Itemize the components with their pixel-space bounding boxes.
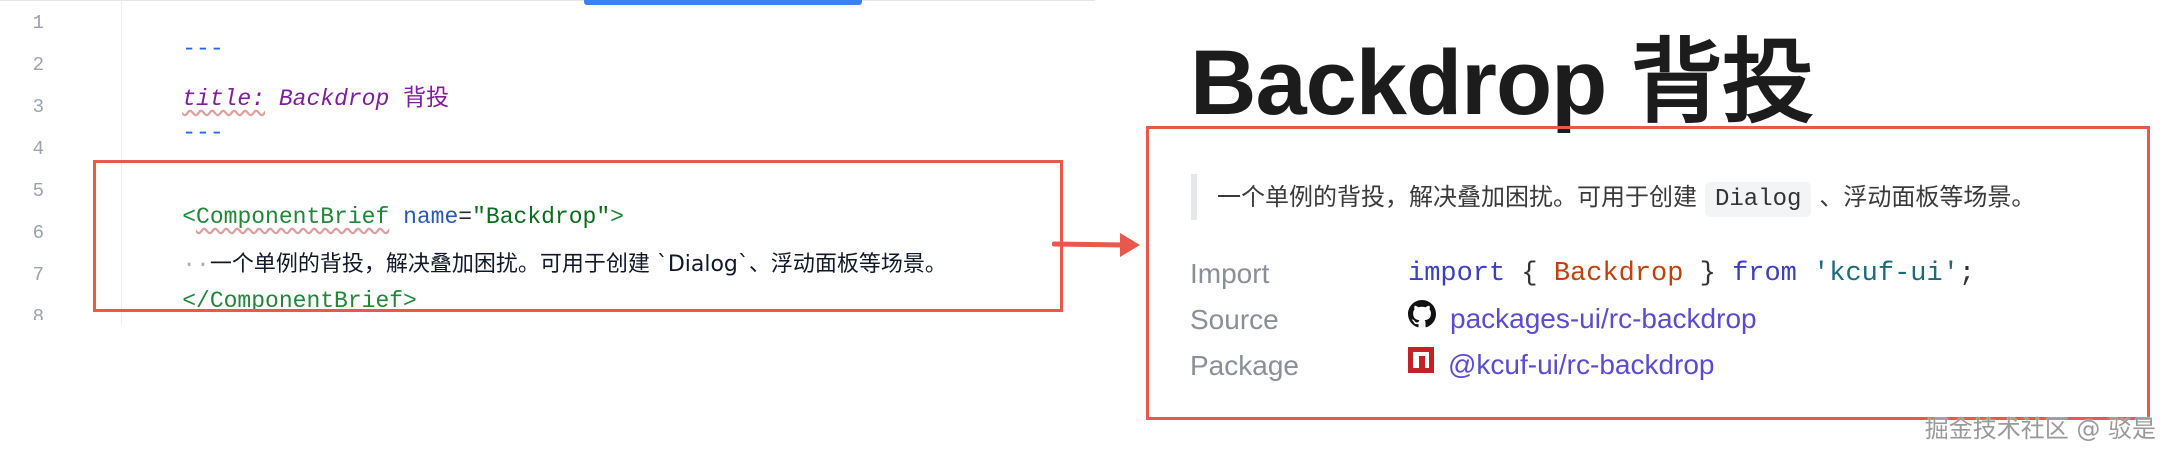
import-keyword: import bbox=[1408, 259, 1506, 289]
horizontal-scrollbar[interactable] bbox=[584, 0, 862, 5]
line-number: 4 bbox=[32, 138, 44, 160]
page-title: Backdrop 背投 bbox=[1190, 8, 1814, 141]
component-body-text: 一个单例的背投，解决叠加困扰。可用于创建 `Dialog`、浮动面板等场景。 bbox=[209, 252, 947, 277]
line-number: 2 bbox=[32, 54, 44, 76]
indent-dots: ·· bbox=[182, 252, 210, 278]
import-source: 'kcuf-ui' bbox=[1813, 259, 1959, 289]
line-number: 1 bbox=[32, 12, 44, 34]
frontmatter-delimiter: --- bbox=[182, 36, 224, 62]
attribute-value: "Backdrop" bbox=[472, 204, 611, 230]
line-number: 5 bbox=[32, 180, 44, 202]
npm-icon bbox=[1408, 347, 1434, 380]
code-line-2[interactable]: title: Backdrop 背投 bbox=[127, 52, 449, 138]
import-brace: { bbox=[1521, 259, 1538, 289]
source-label: Source bbox=[1190, 304, 1279, 335]
editor-top-border bbox=[0, 0, 1095, 1]
blockquote-bar bbox=[1191, 174, 1197, 220]
import-brace: } bbox=[1699, 259, 1716, 289]
brief-text-before: 一个单例的背投，解决叠加困扰。可用于创建 bbox=[1217, 183, 1697, 211]
package-row: @kcuf-ui/rc-backdrop bbox=[1408, 347, 1715, 383]
brief-text-after: 、浮动面板等场景。 bbox=[1819, 183, 2036, 211]
code-line-3[interactable]: --- bbox=[127, 94, 224, 172]
frontmatter-value-cjk: 背投 bbox=[403, 85, 450, 111]
frontmatter-key: title: bbox=[182, 86, 266, 112]
from-keyword: from bbox=[1732, 259, 1797, 289]
attribute-name: name bbox=[403, 204, 459, 230]
watermark-text: 掘金技术社区 @ 驳是 bbox=[1924, 415, 2156, 443]
import-statement[interactable]: import { Backdrop } from 'kcuf-ui'; bbox=[1408, 259, 1975, 289]
page-title-cjk: 背投 bbox=[1630, 29, 1814, 136]
editor-highlight-box bbox=[93, 160, 1063, 312]
frontmatter-delimiter: --- bbox=[182, 120, 224, 146]
frontmatter-value: Backdrop bbox=[278, 86, 390, 112]
package-label: Package bbox=[1190, 350, 1299, 381]
attribute-equals: = bbox=[458, 204, 473, 230]
code-line-5[interactable]: <ComponentBrief name="Backdrop"> bbox=[127, 178, 624, 256]
code-editor[interactable]: 1 2 3 4 5 6 7 8 --- title: Backdrop 背投 -… bbox=[0, 0, 1095, 450]
import-semicolon: ; bbox=[1958, 259, 1976, 289]
arrow-right-icon bbox=[1052, 233, 1140, 257]
github-icon bbox=[1408, 300, 1436, 335]
page-title-en: Backdrop bbox=[1190, 32, 1607, 134]
preview-highlight-box bbox=[1146, 126, 2150, 420]
line-number: 7 bbox=[32, 264, 44, 286]
code-line-6[interactable]: ··一个单例的背投，解决叠加困扰。可用于创建 `Dialog`、浮动面板等场景。 bbox=[127, 220, 947, 304]
code-line-1[interactable]: --- bbox=[127, 10, 224, 88]
import-name: Backdrop bbox=[1553, 259, 1684, 289]
source-row: packages-ui/rc-backdrop bbox=[1408, 300, 1757, 338]
line-number: 3 bbox=[32, 96, 44, 118]
line-number: 8 bbox=[32, 306, 44, 320]
import-label: Import bbox=[1190, 258, 1270, 289]
inline-code: Dialog bbox=[1705, 182, 1812, 217]
package-link[interactable]: @kcuf-ui/rc-backdrop bbox=[1448, 349, 1715, 380]
line-number: 6 bbox=[32, 222, 44, 244]
tag-bracket: > bbox=[610, 204, 624, 230]
source-link[interactable]: packages-ui/rc-backdrop bbox=[1450, 303, 1757, 334]
tag-bracket: < bbox=[182, 204, 197, 230]
tag-name: ComponentBrief bbox=[196, 204, 390, 230]
component-brief: 一个单例的背投，解决叠加困扰。可用于创建 Dialog、浮动面板等场景。 bbox=[1217, 177, 2036, 217]
